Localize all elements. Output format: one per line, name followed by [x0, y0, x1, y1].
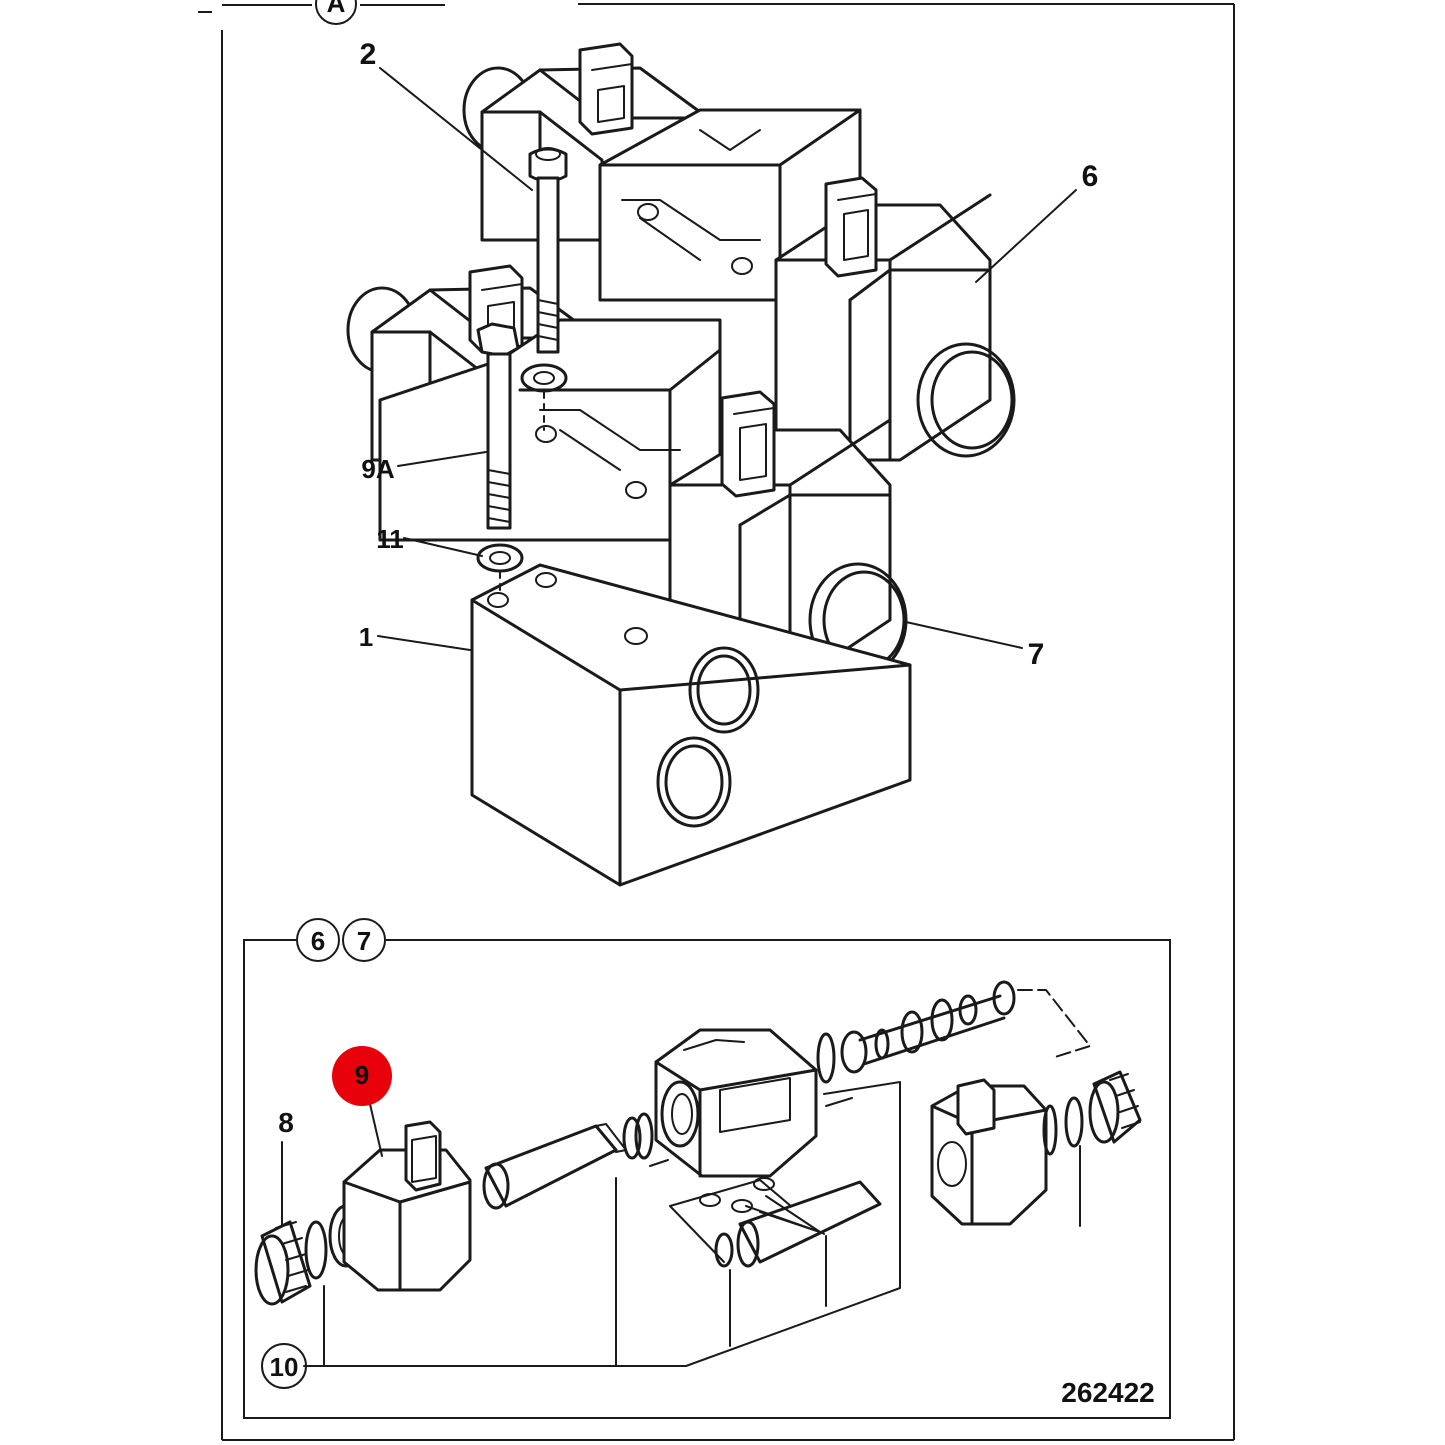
cartridge-tube [482, 1112, 669, 1210]
callout-7: 7 [1028, 638, 1045, 671]
callout-9: 9 [355, 1060, 369, 1090]
callout-2: 2 [360, 38, 377, 71]
bolt-short-10 [476, 322, 520, 530]
top-leaders [377, 67, 1077, 651]
callout-1: 1 [359, 622, 373, 652]
callout-8: 10 [270, 1352, 299, 1382]
seal-set [669, 1177, 882, 1268]
nut-right [1088, 1070, 1142, 1144]
spool [840, 980, 1091, 1074]
callout-11: 11 [376, 524, 404, 554]
view-label-a: A [315, 0, 357, 25]
coil-9 [328, 1120, 472, 1292]
detail-label-6: 6 [311, 926, 325, 956]
callout-9a: 8 [278, 1107, 294, 1138]
seal-kit-bracket [303, 1081, 1081, 1367]
valve-top [462, 42, 1016, 462]
center-body [654, 1028, 853, 1178]
coil-right [930, 1078, 1084, 1226]
view-label-a-text: A [327, 0, 346, 18]
callout-6: 6 [1082, 160, 1099, 193]
callout-9-highlight: 9 [332, 1046, 392, 1106]
washer-11 [476, 543, 524, 597]
leader-9 [369, 1103, 383, 1157]
drawing-number: 262422 [1061, 1377, 1154, 1408]
detail-box: 6 7 [243, 918, 1171, 1419]
manifold-block [470, 563, 912, 887]
callout-8-circle: 10 [261, 1343, 307, 1389]
callout-10: 9A [361, 454, 394, 484]
bolt-long [528, 147, 568, 354]
washer-upper [520, 363, 568, 431]
outer-frame [198, 3, 1235, 1441]
knurled-nut [254, 1220, 312, 1306]
o-ring-9a [304, 1220, 328, 1280]
detail-label-7: 7 [357, 926, 371, 956]
